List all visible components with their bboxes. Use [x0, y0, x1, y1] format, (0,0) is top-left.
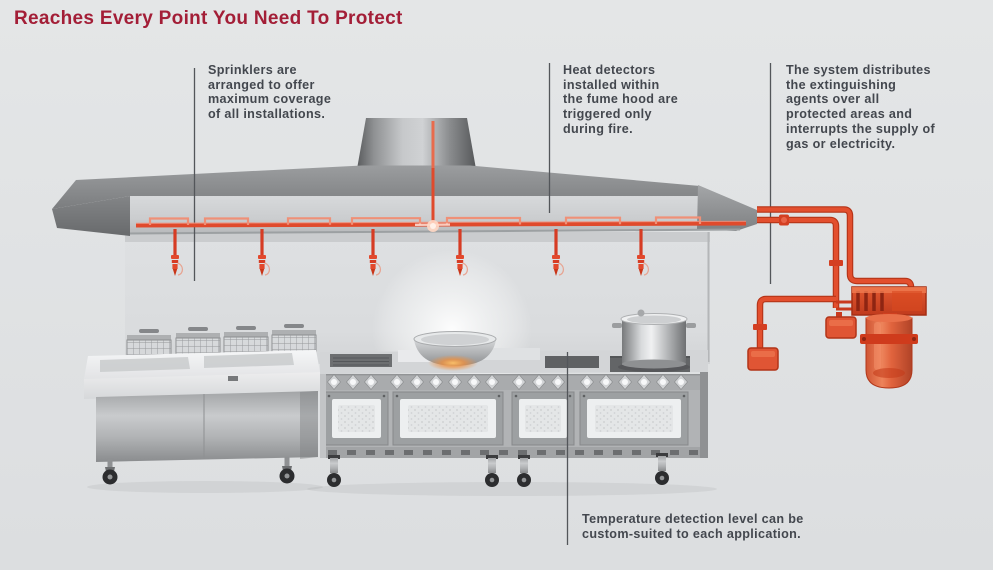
oven-door	[511, 391, 575, 446]
pipe-loops	[148, 216, 702, 225]
caster-wheel	[327, 455, 341, 487]
callout-text-line: interrupts the supply of	[786, 121, 936, 136]
gas-valve-box	[747, 347, 779, 371]
fryer-unit	[84, 323, 320, 485]
callout-text-line: gas or electricity.	[786, 136, 896, 151]
caster-wheel	[279, 457, 295, 484]
callout-text-line: Sprinklers are	[208, 63, 297, 77]
chimney-duct	[357, 118, 476, 169]
pipe-flange	[753, 324, 767, 330]
distribution-piping	[753, 206, 915, 350]
caster-wheel	[485, 455, 499, 487]
electric-shutoff-box	[825, 312, 857, 339]
caster-wheel	[517, 455, 531, 487]
callout-sprinklers: Sprinklers are arranged to offer maximum…	[208, 63, 331, 122]
oven-door	[392, 391, 504, 446]
callout-text-line: triggered only	[563, 107, 652, 122]
callout-text-line: arranged to offer	[208, 77, 315, 92]
caster-wheel	[102, 458, 118, 485]
flame-glow	[428, 355, 478, 371]
fryer-handle	[228, 376, 238, 381]
hood-end-cap	[697, 185, 757, 231]
wok-pan	[413, 331, 497, 371]
callout-text-line: agents over all	[786, 92, 880, 107]
callout-text-line: custom-suited to each application.	[582, 526, 802, 541]
callout-text-line: the fume hood are	[563, 92, 679, 107]
callout-text-line: Temperature detection level can be	[582, 512, 804, 526]
oven-door	[324, 391, 389, 446]
callout-text-line: Heat detectors	[563, 63, 656, 77]
tank-bracket	[860, 334, 918, 344]
callout-heat-detectors: Heat detectors installed within the fume…	[563, 63, 678, 137]
oven-door	[579, 391, 689, 446]
callout-text-line: protected areas and	[786, 107, 913, 122]
range-unit	[320, 348, 708, 487]
suppression-system	[135, 121, 927, 389]
callout-text-line: of all installations.	[208, 107, 326, 122]
callout-text-line: maximum coverage	[208, 92, 332, 107]
burner-grate	[545, 356, 599, 368]
pot-lid-knob	[637, 309, 645, 317]
callout-text-line: The system distributes	[786, 63, 931, 77]
pipe-flange	[829, 260, 843, 266]
stock-pot	[612, 309, 696, 372]
hood-canopy	[52, 165, 710, 209]
page-title: Reaches Every Point You Need To Protect	[14, 8, 403, 29]
callout-text-line: installed within	[563, 77, 660, 92]
griddle-plate	[330, 354, 392, 367]
callout-distribution: The system distributes the extinguishing…	[786, 63, 935, 151]
control-manifold	[851, 286, 927, 316]
agent-cylinder-tank	[860, 313, 918, 389]
callout-text-line: during fire.	[563, 121, 633, 136]
callout-text-line: the extinguishing	[786, 77, 897, 92]
callout-temperature: Temperature detection level can be custo…	[582, 512, 804, 541]
